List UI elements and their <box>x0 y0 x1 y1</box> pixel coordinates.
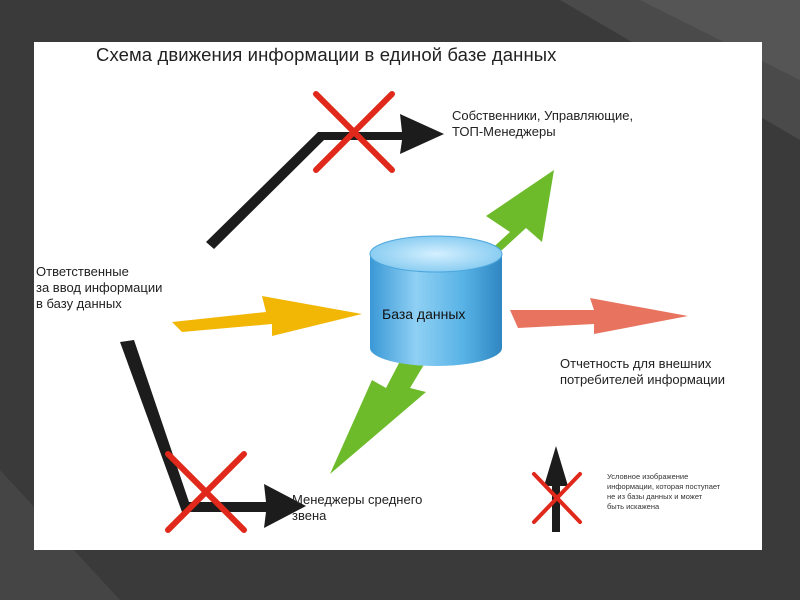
label-middle-managers: Менеджеры среднего звена <box>292 492 423 523</box>
label-responsible: Ответственные за ввод информации в базу … <box>36 264 163 311</box>
legend-text: Условное изображение информации, которая… <box>607 472 721 511</box>
bypass-arrow-middle-managers <box>120 340 306 528</box>
diagram-title: Схема движения информации в единой базе … <box>96 44 557 65</box>
label-external: Отчетность для внешних потребителей инфо… <box>560 356 725 387</box>
label-owners: Собственники, Управляющие, ТОП-Менеджеры <box>452 108 634 139</box>
database-label: База данных <box>382 306 466 322</box>
output-arrow-external <box>510 298 688 334</box>
output-arrow-owners <box>486 170 554 254</box>
cross-middle-managers <box>165 451 247 533</box>
cross-owners <box>313 91 395 173</box>
database-cylinder <box>369 235 503 366</box>
input-arrow <box>172 296 362 336</box>
bypass-arrow-owners <box>206 114 444 249</box>
diagram-canvas <box>120 91 688 533</box>
diagram-slide: Схема движения информации в единой базе … <box>34 42 762 550</box>
legend-symbol <box>532 446 582 532</box>
output-arrow-middle-managers <box>330 342 434 474</box>
